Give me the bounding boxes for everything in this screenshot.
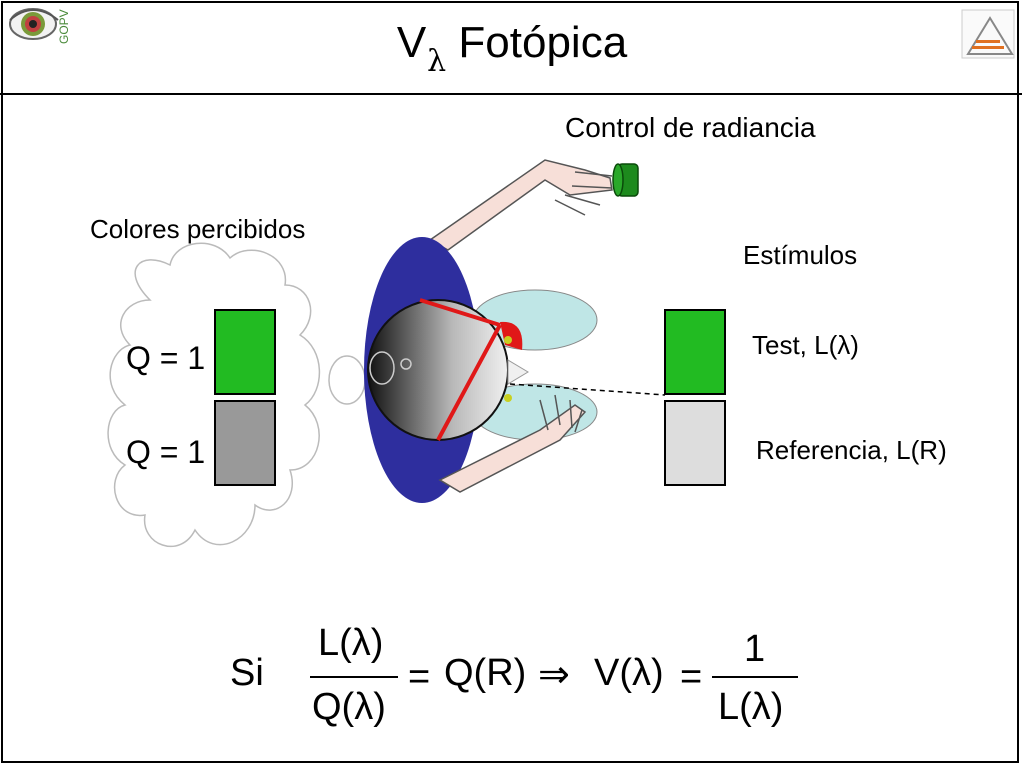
eye-lower [504,394,512,402]
eye-upper [504,336,512,344]
lower-hand-fingers [539,394,583,433]
test-label: Test, L(λ) [752,330,859,360]
eq-frac1-numerator: L(λ) [318,622,384,664]
lower-arm [438,404,587,493]
thought-cloud [107,242,321,548]
eq-frac1-denominator: Q(λ) [312,686,386,728]
test-stimulus-square [664,309,726,395]
title-subscript: λ [427,44,447,79]
title-rest: Fotópica [458,18,628,67]
eq-v-lambda: V(λ) [594,652,664,694]
reference-stimulus-square [664,400,726,486]
eq-si: Si [230,652,264,694]
perceived-q-gray: Q = 1 [126,434,206,470]
eq-frac2-denominator: L(λ) [718,686,784,728]
perceived-green-square [214,309,276,395]
glasses-band [419,298,502,441]
eq-implies: ⇒ [538,654,570,696]
upper-arm [428,159,613,251]
upper-hand-fingers [554,171,613,216]
reference-label: Referencia, L(R) [756,435,947,465]
radiance-knob-icon [612,163,639,197]
title-v: V [396,18,427,67]
ear [369,351,395,385]
nose [507,359,529,385]
eq-equals-2: = [680,656,703,698]
thought-bubble [328,355,366,405]
slide-header [0,0,1022,95]
eq-frac2-numerator: 1 [744,628,766,670]
gopv-logo-text: GOPV [57,9,71,44]
perceived-q-green: Q = 1 [126,340,206,376]
control-label: Control de radiancia [565,112,816,143]
perceived-gray-square [214,400,276,486]
line-of-sight [509,383,666,396]
ear-inner [400,358,412,370]
perceived-colors-label: Colores percibidos [90,214,306,244]
page-title: Vλ Fotópica [0,18,1024,79]
eq-qr: Q(R) [444,652,527,694]
eye-logo-icon [9,8,59,40]
eq-equals-1: = [408,656,431,698]
stimuli-label: Estímulos [743,240,858,270]
triangle-logo-icon [961,9,1015,59]
